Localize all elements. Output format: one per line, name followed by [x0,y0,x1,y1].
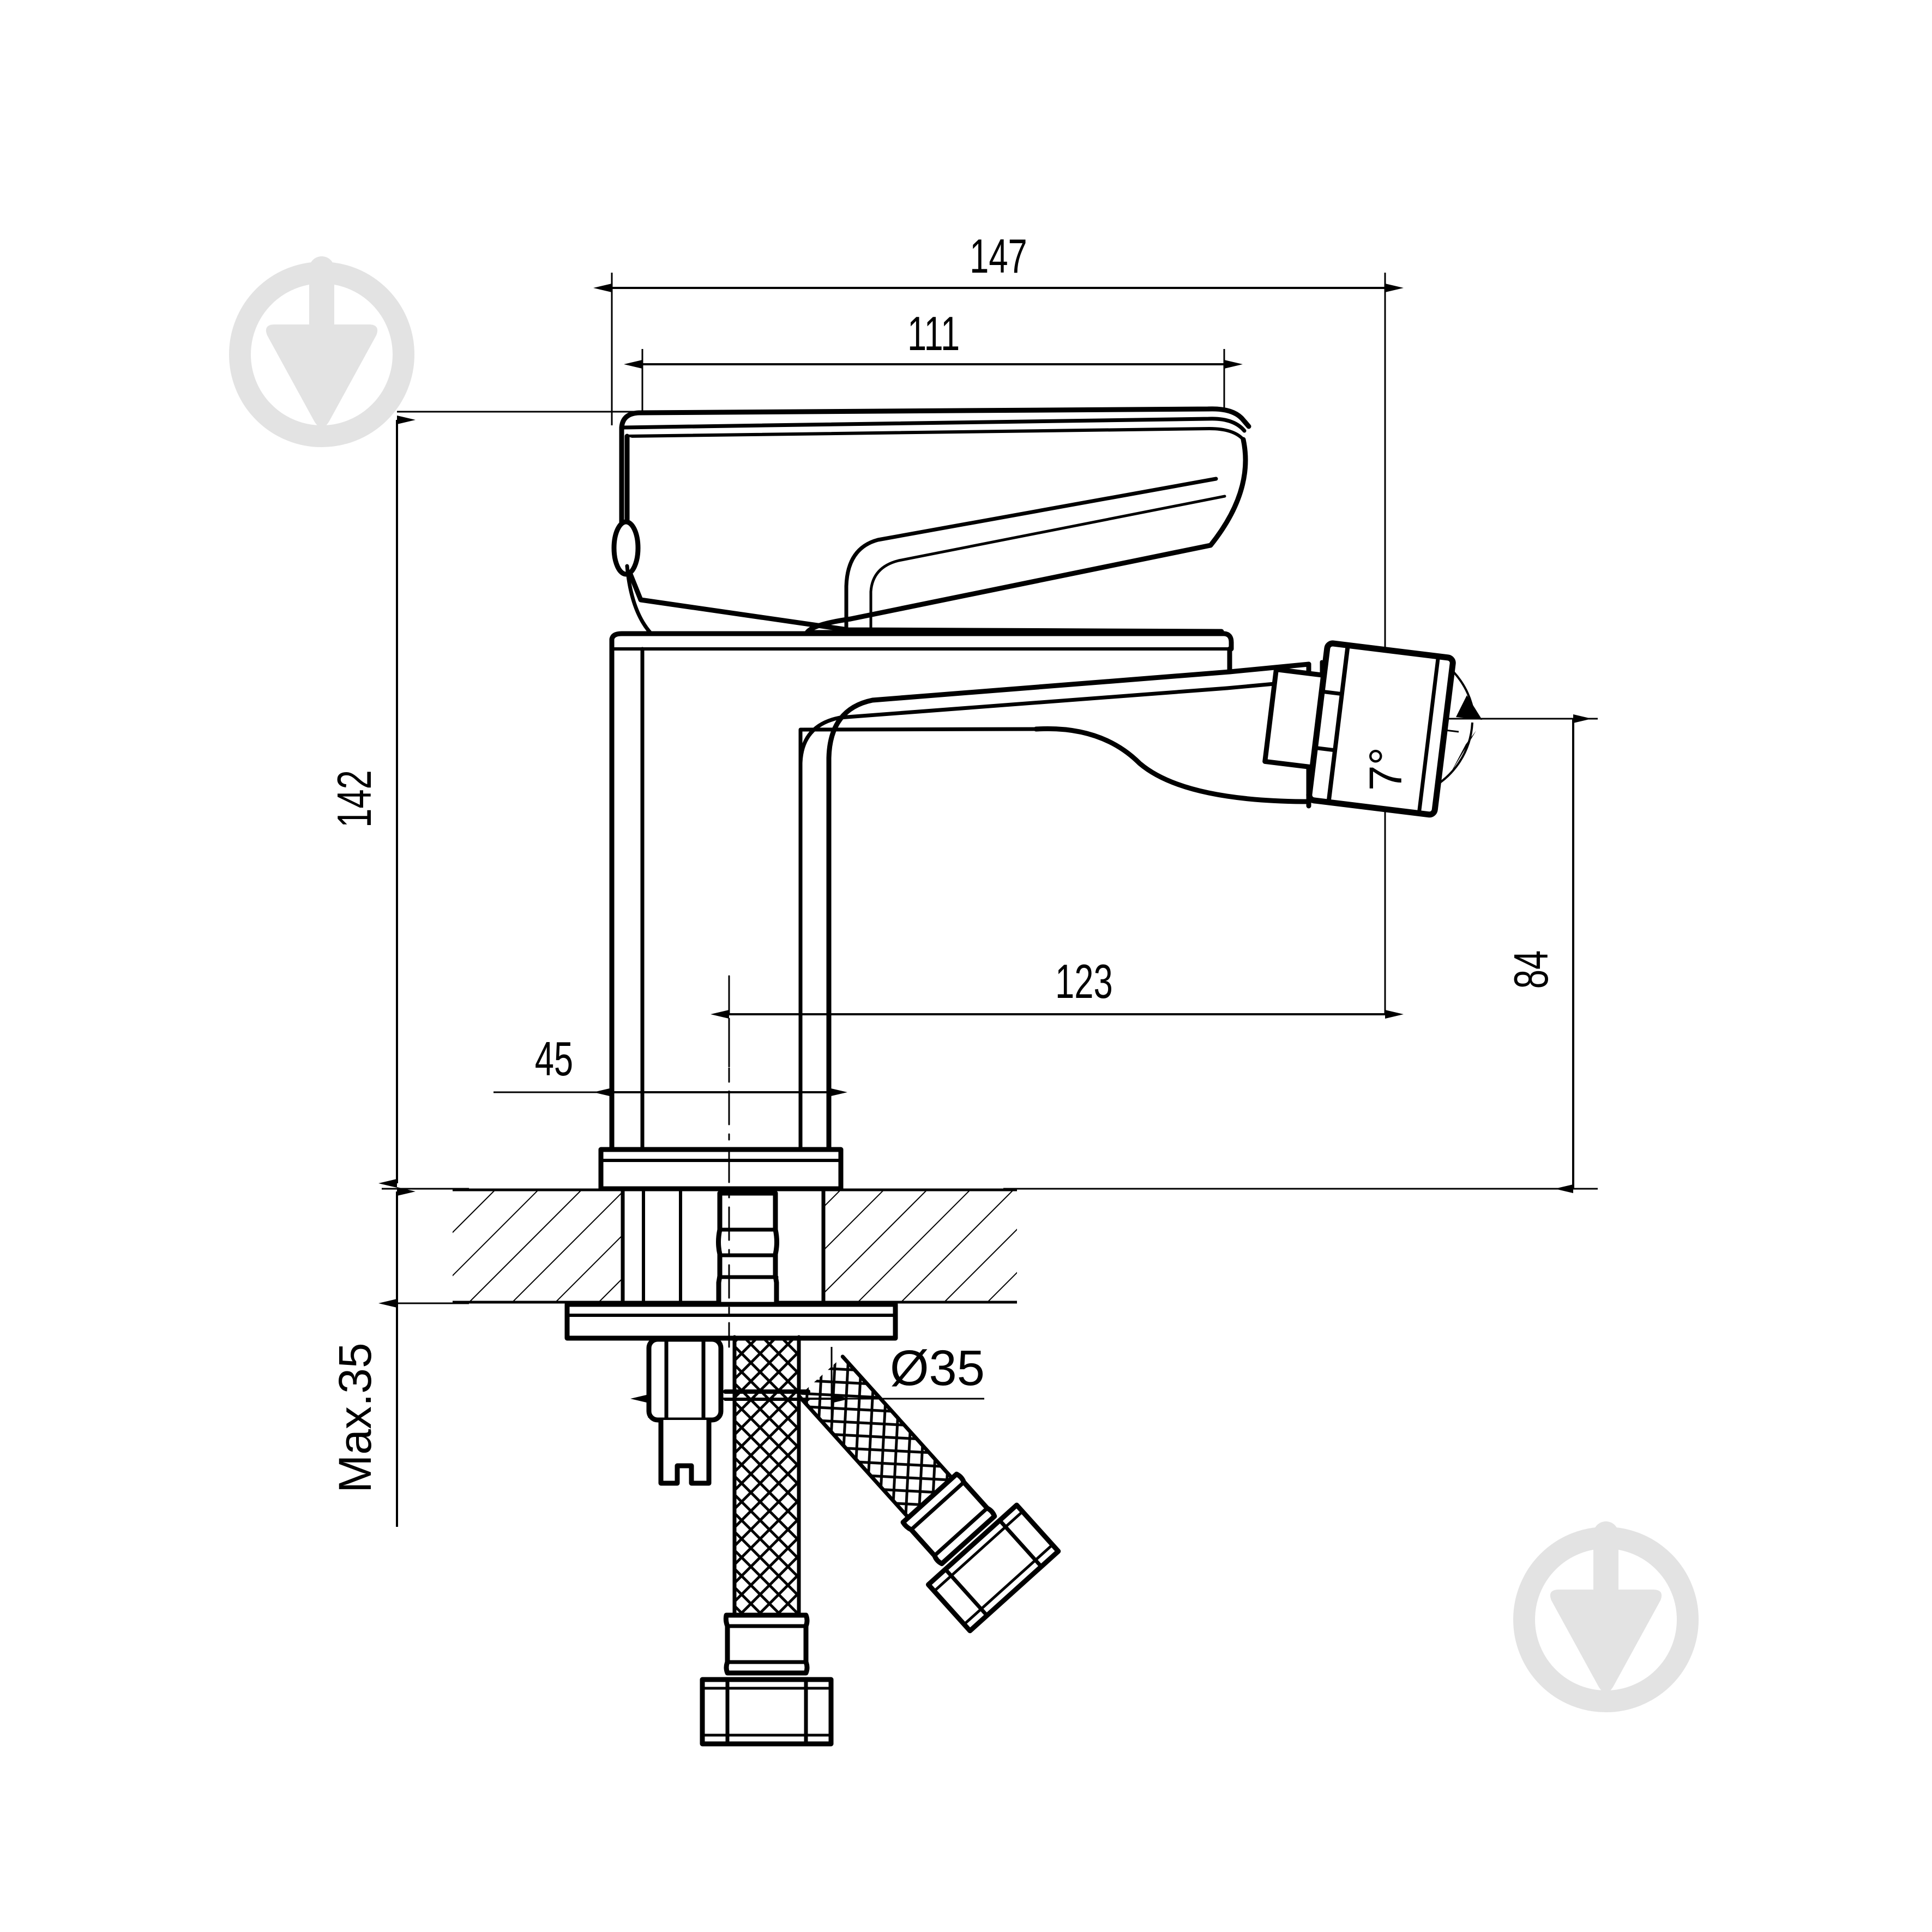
lower-washer-plate [564,1302,898,1341]
faucet-outline [564,406,1456,1747]
base-flange [598,1147,844,1191]
tap-shank [621,1188,826,1304]
dimension-label-max35: Max.35 [329,1343,381,1492]
hose-straight [700,1335,834,1747]
dimension-label-123: 123 [1055,955,1113,1009]
dimension-label-147: 147 [970,230,1027,284]
dimension-lines [378,284,1592,1527]
cartridge-housing [609,631,1234,652]
lever-handle [611,406,1251,639]
dimension-label-84: 84 [1505,950,1558,989]
watermark-top-left [240,256,404,436]
hose-angled [797,1355,1061,1634]
dimension-label-d35: Ø35 [890,1340,985,1396]
dimension-labels: 147 111 142 123 45 84 Ø35 Max.35 7° [328,230,1558,1493]
dimension-label-45: 45 [535,1033,573,1086]
aerator [1262,640,1456,818]
dimension-label-7deg: 7° [1360,747,1411,791]
dimension-label-142: 142 [328,770,382,828]
hex-lock-nut [646,1337,724,1486]
dimension-label-111: 111 [907,308,960,361]
watermark-bottom-right [1524,1521,1688,1701]
spout-column-and-arm [609,646,1324,1152]
